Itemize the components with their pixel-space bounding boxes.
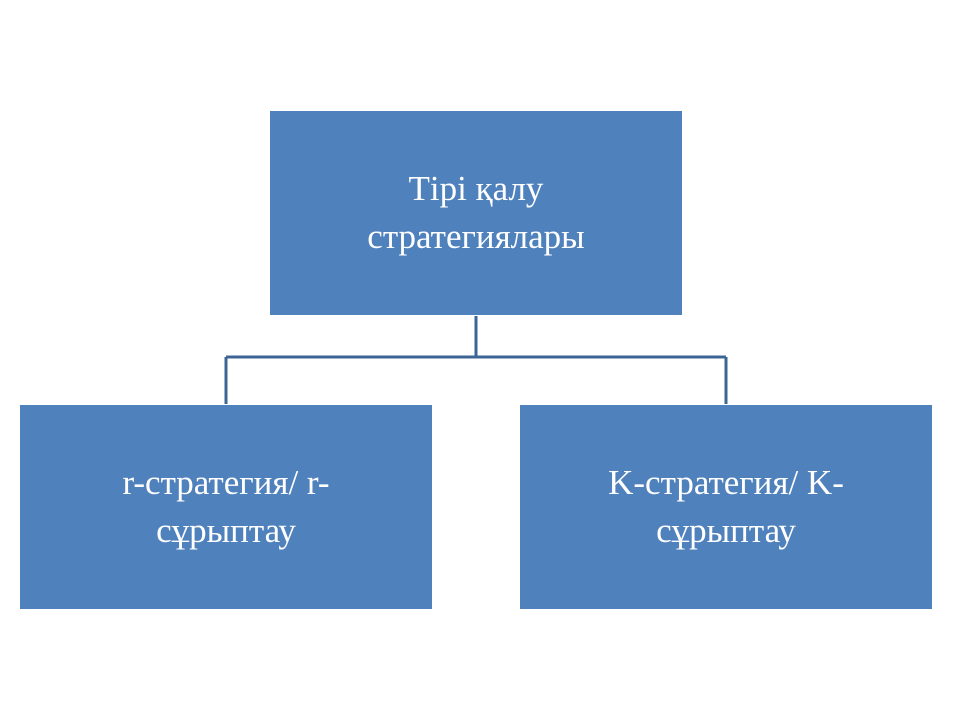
child-node-k-strategy: K-стратегия/ K-сұрыптау xyxy=(519,404,933,610)
child-node-r-strategy: r-стратегия/ r-сұрыптау xyxy=(19,404,433,610)
child-node-k-strategy-label: K-стратегия/ K-сұрыптау xyxy=(608,463,844,550)
root-node: Тірі қалу стратегиялары xyxy=(269,110,683,316)
root-node-label: Тірі қалу стратегиялары xyxy=(367,169,585,256)
child-node-r-strategy-label: r-стратегия/ r-сұрыптау xyxy=(122,463,330,550)
